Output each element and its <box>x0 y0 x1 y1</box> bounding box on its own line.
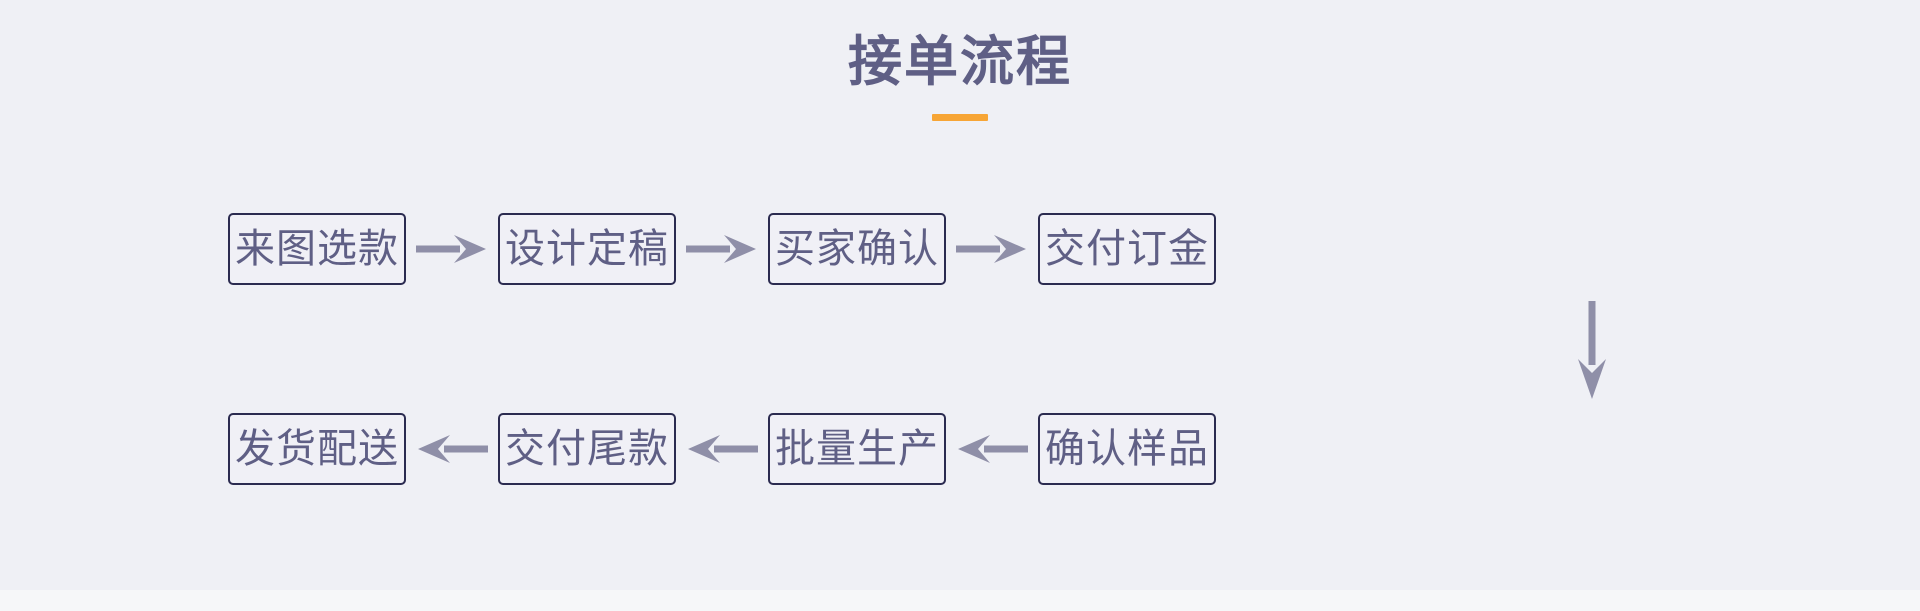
title-block: 接单流程 <box>0 30 1920 121</box>
arrow-left-icon <box>946 429 1038 469</box>
arrow-right-icon <box>946 229 1038 269</box>
flow-row-bottom: 发货配送 交付尾款 批量生产 确认样品 <box>228 413 1216 485</box>
arrow-left-icon <box>406 429 498 469</box>
flow-node-fa-huo-pei-song[interactable]: 发货配送 <box>228 413 406 485</box>
flow-node-label: 来图选款 <box>235 226 399 271</box>
flow-node-label: 买家确认 <box>775 226 939 271</box>
flow-node-label: 交付尾款 <box>505 426 669 471</box>
flow-row-top: 来图选款 设计定稿 买家确认 交付订金 <box>228 213 1216 285</box>
flow-node-label: 确认样品 <box>1045 426 1209 471</box>
page-title: 接单流程 <box>848 32 1072 92</box>
flow-node-jiao-fu-wei-kuan[interactable]: 交付尾款 <box>498 413 676 485</box>
flow-node-label: 批量生产 <box>775 426 939 471</box>
flow-node-mai-jia-que-ren[interactable]: 买家确认 <box>768 213 946 285</box>
arrow-right-icon <box>676 229 768 269</box>
flow-node-jiao-fu-ding-jin[interactable]: 交付订金 <box>1038 213 1216 285</box>
bottom-strip <box>0 590 1920 611</box>
flow-node-label: 设计定稿 <box>505 226 669 271</box>
arrow-down-icon <box>1570 292 1614 410</box>
arrow-left-icon <box>676 429 768 469</box>
arrow-right-icon <box>406 229 498 269</box>
flow-node-pi-liang-sheng-chan[interactable]: 批量生产 <box>768 413 946 485</box>
flow-node-she-ji-ding-gao[interactable]: 设计定稿 <box>498 213 676 285</box>
flow-node-que-ren-yang-pin[interactable]: 确认样品 <box>1038 413 1216 485</box>
flow-node-label: 交付订金 <box>1045 226 1209 271</box>
flow-node-label: 发货配送 <box>235 426 399 471</box>
flow-node-lai-tu-xuan-kuan[interactable]: 来图选款 <box>228 213 406 285</box>
title-accent-bar <box>932 114 988 121</box>
